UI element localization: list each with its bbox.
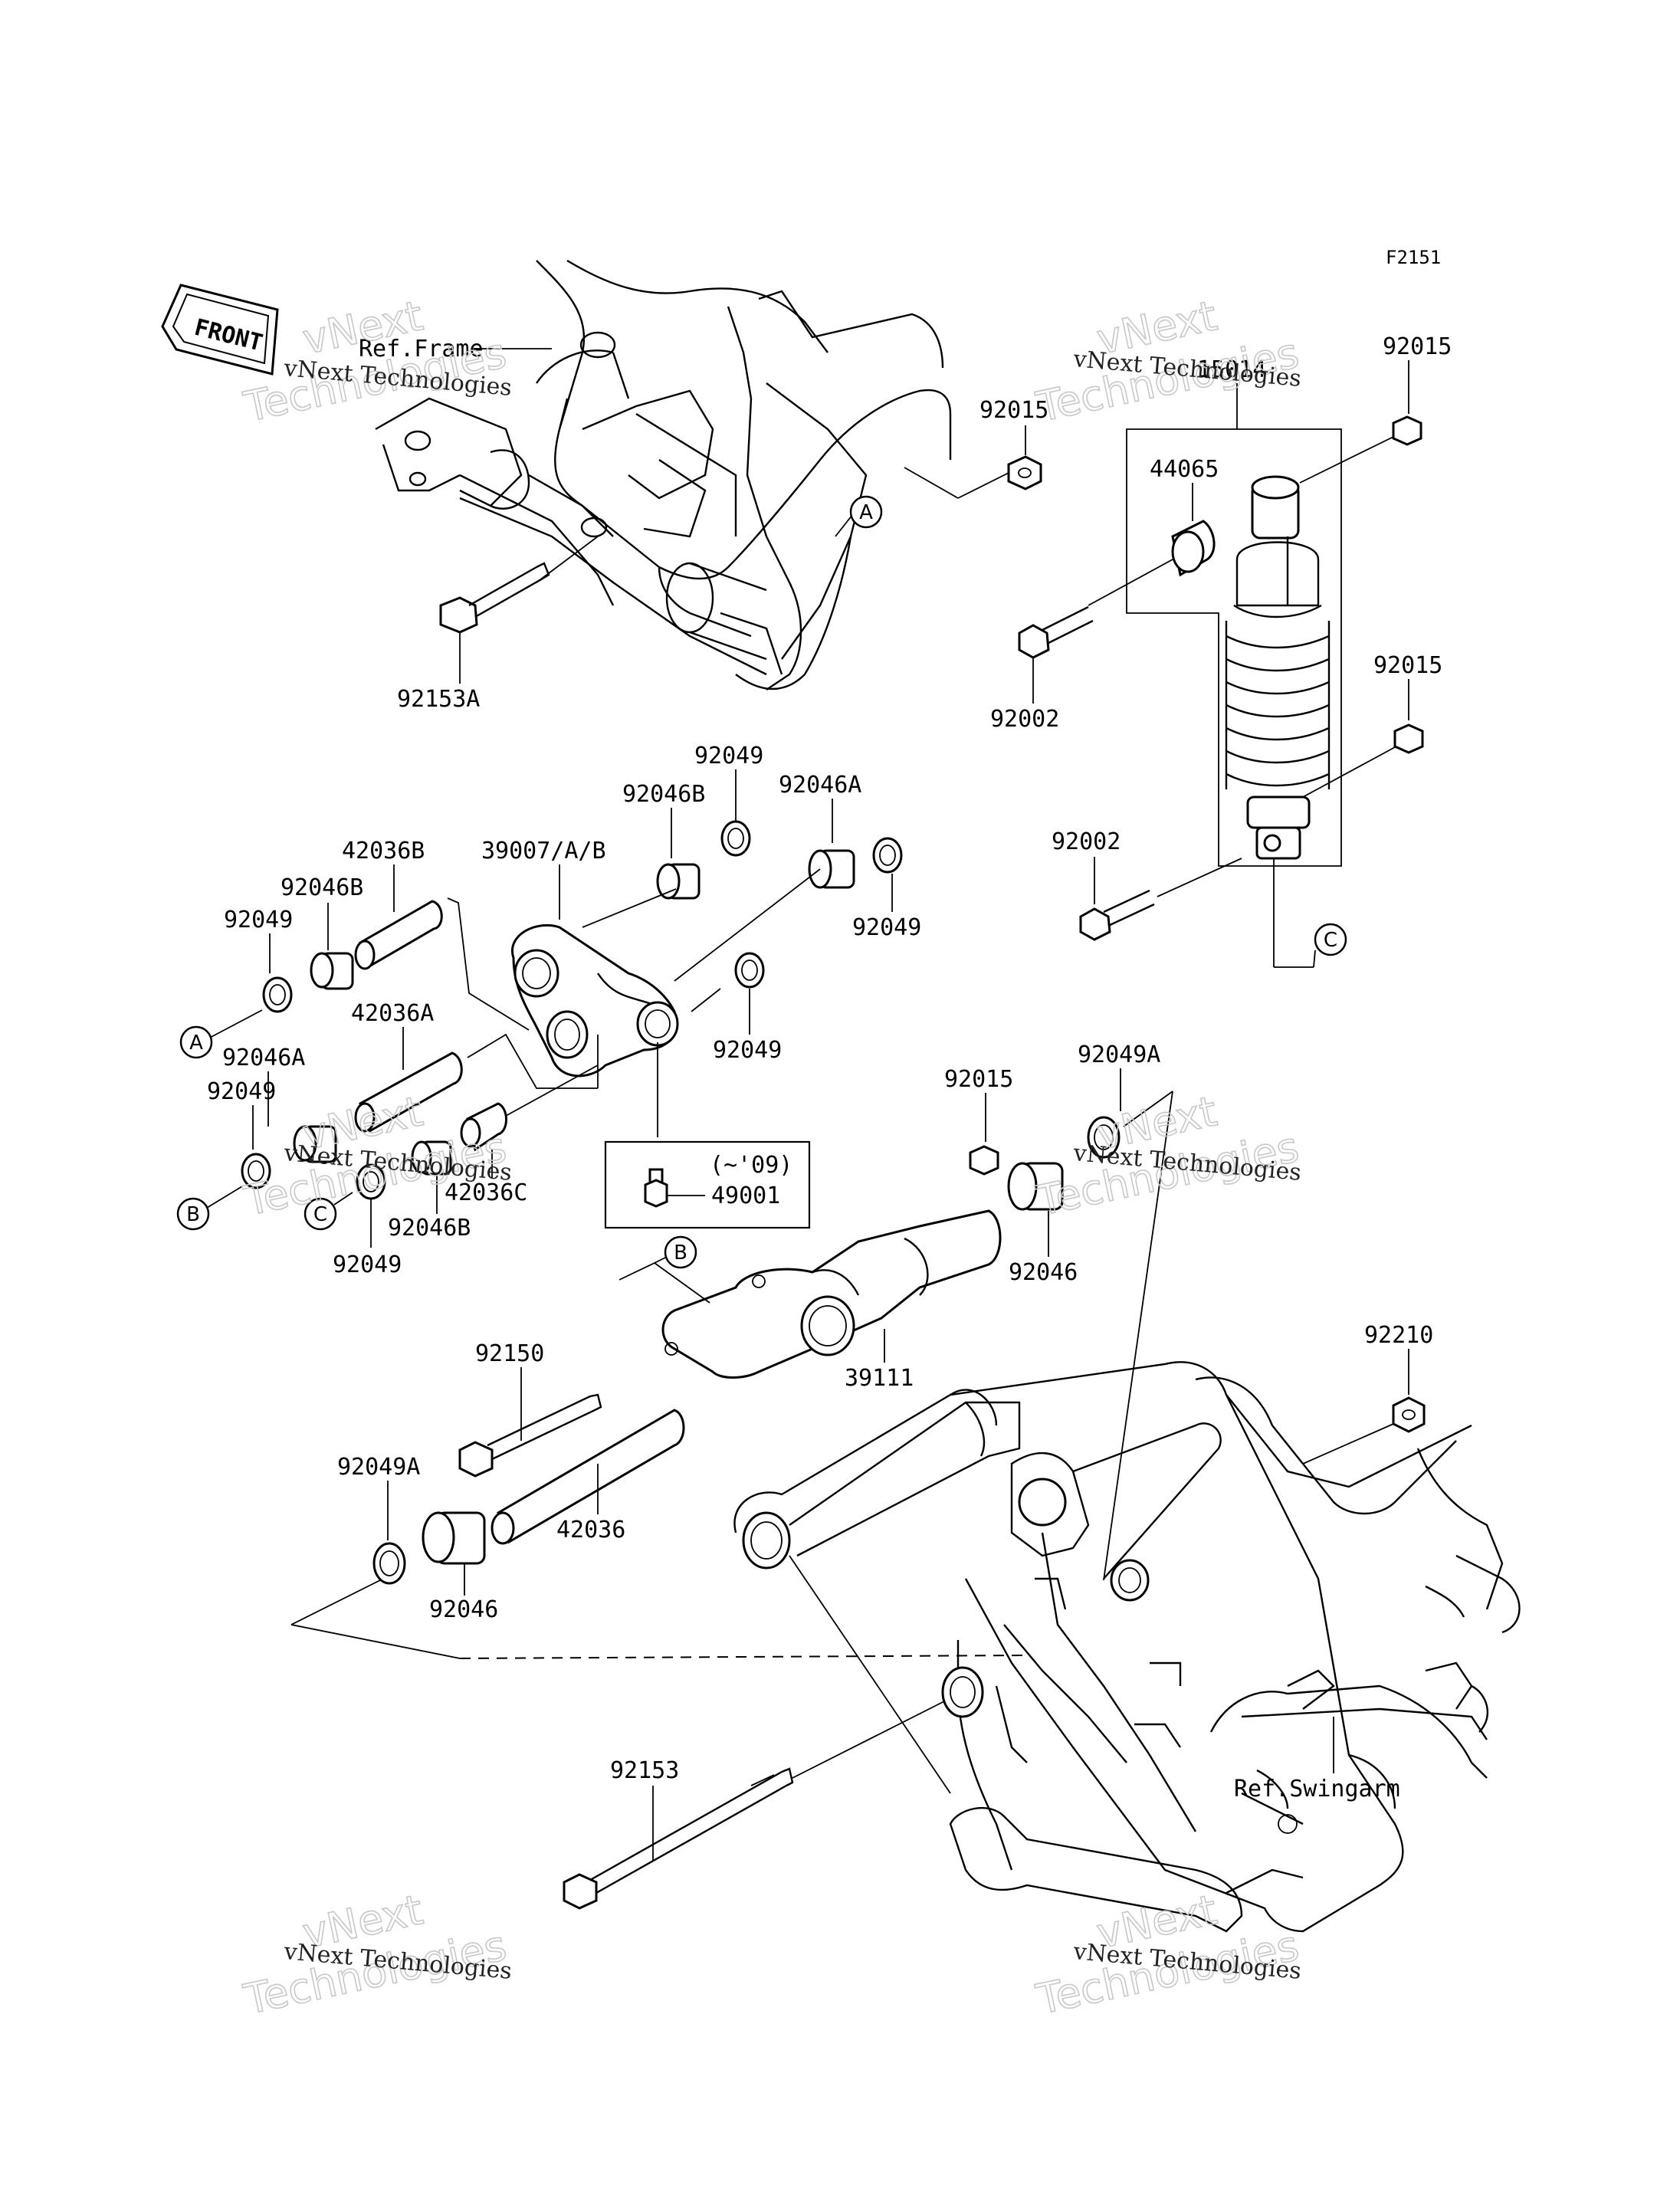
callout-C-shock: [1314, 923, 1347, 956]
grease-fitting-box: [604, 1140, 811, 1229]
swingarm-illustration: [733, 1361, 1521, 1933]
part-49001-label: 49001: [711, 1183, 780, 1209]
ref-swingarm-label: Ref.Swingarm: [1234, 1776, 1400, 1802]
seal-92049A-top: [1087, 1116, 1121, 1159]
part-92002-lower-label: 92002: [1052, 828, 1121, 855]
watermark-top-left: vNext Technologies vNext Technologies: [239, 290, 513, 431]
seal-92049-top: [720, 820, 751, 857]
part-92049-low-label: 92049: [333, 1251, 402, 1278]
watermark-bottom-left: vNext Technologies vNext Technologies: [239, 1884, 513, 2024]
bearing-92046B-top: [656, 863, 701, 900]
nut-92015-center: [969, 1145, 999, 1176]
nut-92015-right-top: [1392, 415, 1422, 446]
collar-42036: [491, 1409, 685, 1545]
part-92002-upper-label: 92002: [990, 706, 1059, 733]
part-39007-label: 39007/A/B: [481, 838, 606, 864]
watermark-mid-right: vNext Technologies vNext Technologies: [1032, 1086, 1304, 1225]
seal-92049-right: [872, 837, 903, 874]
year-range-note: (~'09): [710, 1152, 792, 1179]
watermark-bottom-right: vNext Technologies vNext Technologies: [1032, 1884, 1304, 2024]
callout-A-frame: [849, 495, 883, 529]
bearing-92046-low: [422, 1511, 486, 1565]
part-92049-mid-label: 92049: [713, 1037, 782, 1064]
part-92049A-top-label: 92049A: [1078, 1041, 1160, 1068]
seal-92049A-low: [372, 1542, 406, 1585]
nut-92015-right-mid: [1393, 723, 1424, 754]
part-44065-label: 44065: [1150, 456, 1219, 483]
svg-text:B: B: [674, 1242, 687, 1265]
bearing-92046A-top: [808, 849, 855, 889]
link-39007: [510, 923, 679, 1078]
bolt-92153A: [439, 536, 599, 634]
bushing-44065: [1171, 520, 1216, 577]
part-92046-low-label: 92046: [429, 1596, 498, 1623]
part-92153-label: 92153: [610, 1757, 679, 1784]
part-92049-left-label: 92049: [224, 907, 293, 933]
nut-92210: [1392, 1396, 1426, 1433]
seal-92049-left2: [241, 1153, 271, 1189]
svg-text:C: C: [313, 1203, 327, 1226]
callout-B-rocker: [664, 1235, 697, 1269]
part-92015-top-label: 92015: [979, 397, 1048, 424]
part-92046A-left-label: 92046A: [222, 1045, 305, 1071]
part-92150-label: 92150: [475, 1340, 544, 1367]
svg-text:A: A: [189, 1032, 203, 1055]
part-92049A-low-label: 92049A: [337, 1454, 420, 1481]
part-92046-right-label: 92046: [1009, 1259, 1078, 1286]
collar-42036B: [354, 900, 443, 970]
part-92049-right-label: 92049: [852, 914, 921, 941]
ref-frame-label: Ref.Frame: [359, 336, 484, 362]
callout-C-link: [304, 1197, 337, 1231]
part-92015-center-label: 92015: [944, 1066, 1013, 1093]
callout-A-link: [179, 1025, 213, 1059]
part-42036B-label: 42036B: [342, 838, 425, 864]
part-92049-top-label: 92049: [694, 743, 763, 769]
part-92046B-top-label: 92046B: [622, 781, 705, 808]
svg-text:C: C: [1324, 929, 1337, 952]
frame-illustration: [375, 259, 952, 690]
bolt-92002-upper: [1018, 605, 1094, 659]
front-arrow-icon: FRONT: [161, 284, 279, 376]
part-92153A-label: 92153A: [397, 686, 480, 713]
part-42036A-label: 42036A: [351, 1000, 434, 1027]
bearing-92046-right: [1007, 1162, 1064, 1211]
part-92210-label: 92210: [1364, 1322, 1433, 1349]
nut-92015-top: [1007, 455, 1042, 490]
part-42036-label: 42036: [556, 1517, 625, 1543]
part-92049-left2-label: 92049: [207, 1078, 276, 1105]
bolt-92002-lower: [1079, 889, 1155, 941]
part-42036C-label: 42036C: [445, 1179, 527, 1206]
svg-text:A: A: [859, 501, 873, 524]
svg-text:B: B: [186, 1203, 200, 1226]
bearing-92046A-left: [293, 1125, 337, 1163]
part-15014-label: 15014: [1197, 356, 1266, 383]
collar-42036C: [460, 1102, 507, 1152]
grease-nipple-49001: [644, 1168, 668, 1208]
part-92046B-low-label: 92046B: [388, 1215, 471, 1242]
rocker-arm-39111: [661, 1209, 1002, 1379]
figure-id: F2151: [1386, 247, 1441, 268]
callout-B-link: [176, 1197, 210, 1231]
bearing-92046B-low: [411, 1140, 452, 1176]
bolt-92150: [458, 1393, 602, 1478]
collar-42036A: [354, 1051, 463, 1133]
part-92015-right-mid-label: 92015: [1373, 652, 1442, 679]
part-92046A-top-label: 92046A: [779, 772, 861, 799]
part-92015-right-top-label: 92015: [1383, 333, 1452, 360]
bolt-92153: [563, 1767, 794, 1910]
shock-absorber: [1225, 475, 1331, 860]
watermark-top-right: vNext Technologies vNext Technologies: [1032, 290, 1304, 431]
bearing-92046B-left: [310, 952, 354, 990]
part-39111-label: 39111: [845, 1365, 914, 1392]
part-92046B-left-label: 92046B: [281, 874, 363, 901]
seal-92049-mid: [734, 952, 765, 989]
seal-92049-left: [262, 976, 293, 1013]
